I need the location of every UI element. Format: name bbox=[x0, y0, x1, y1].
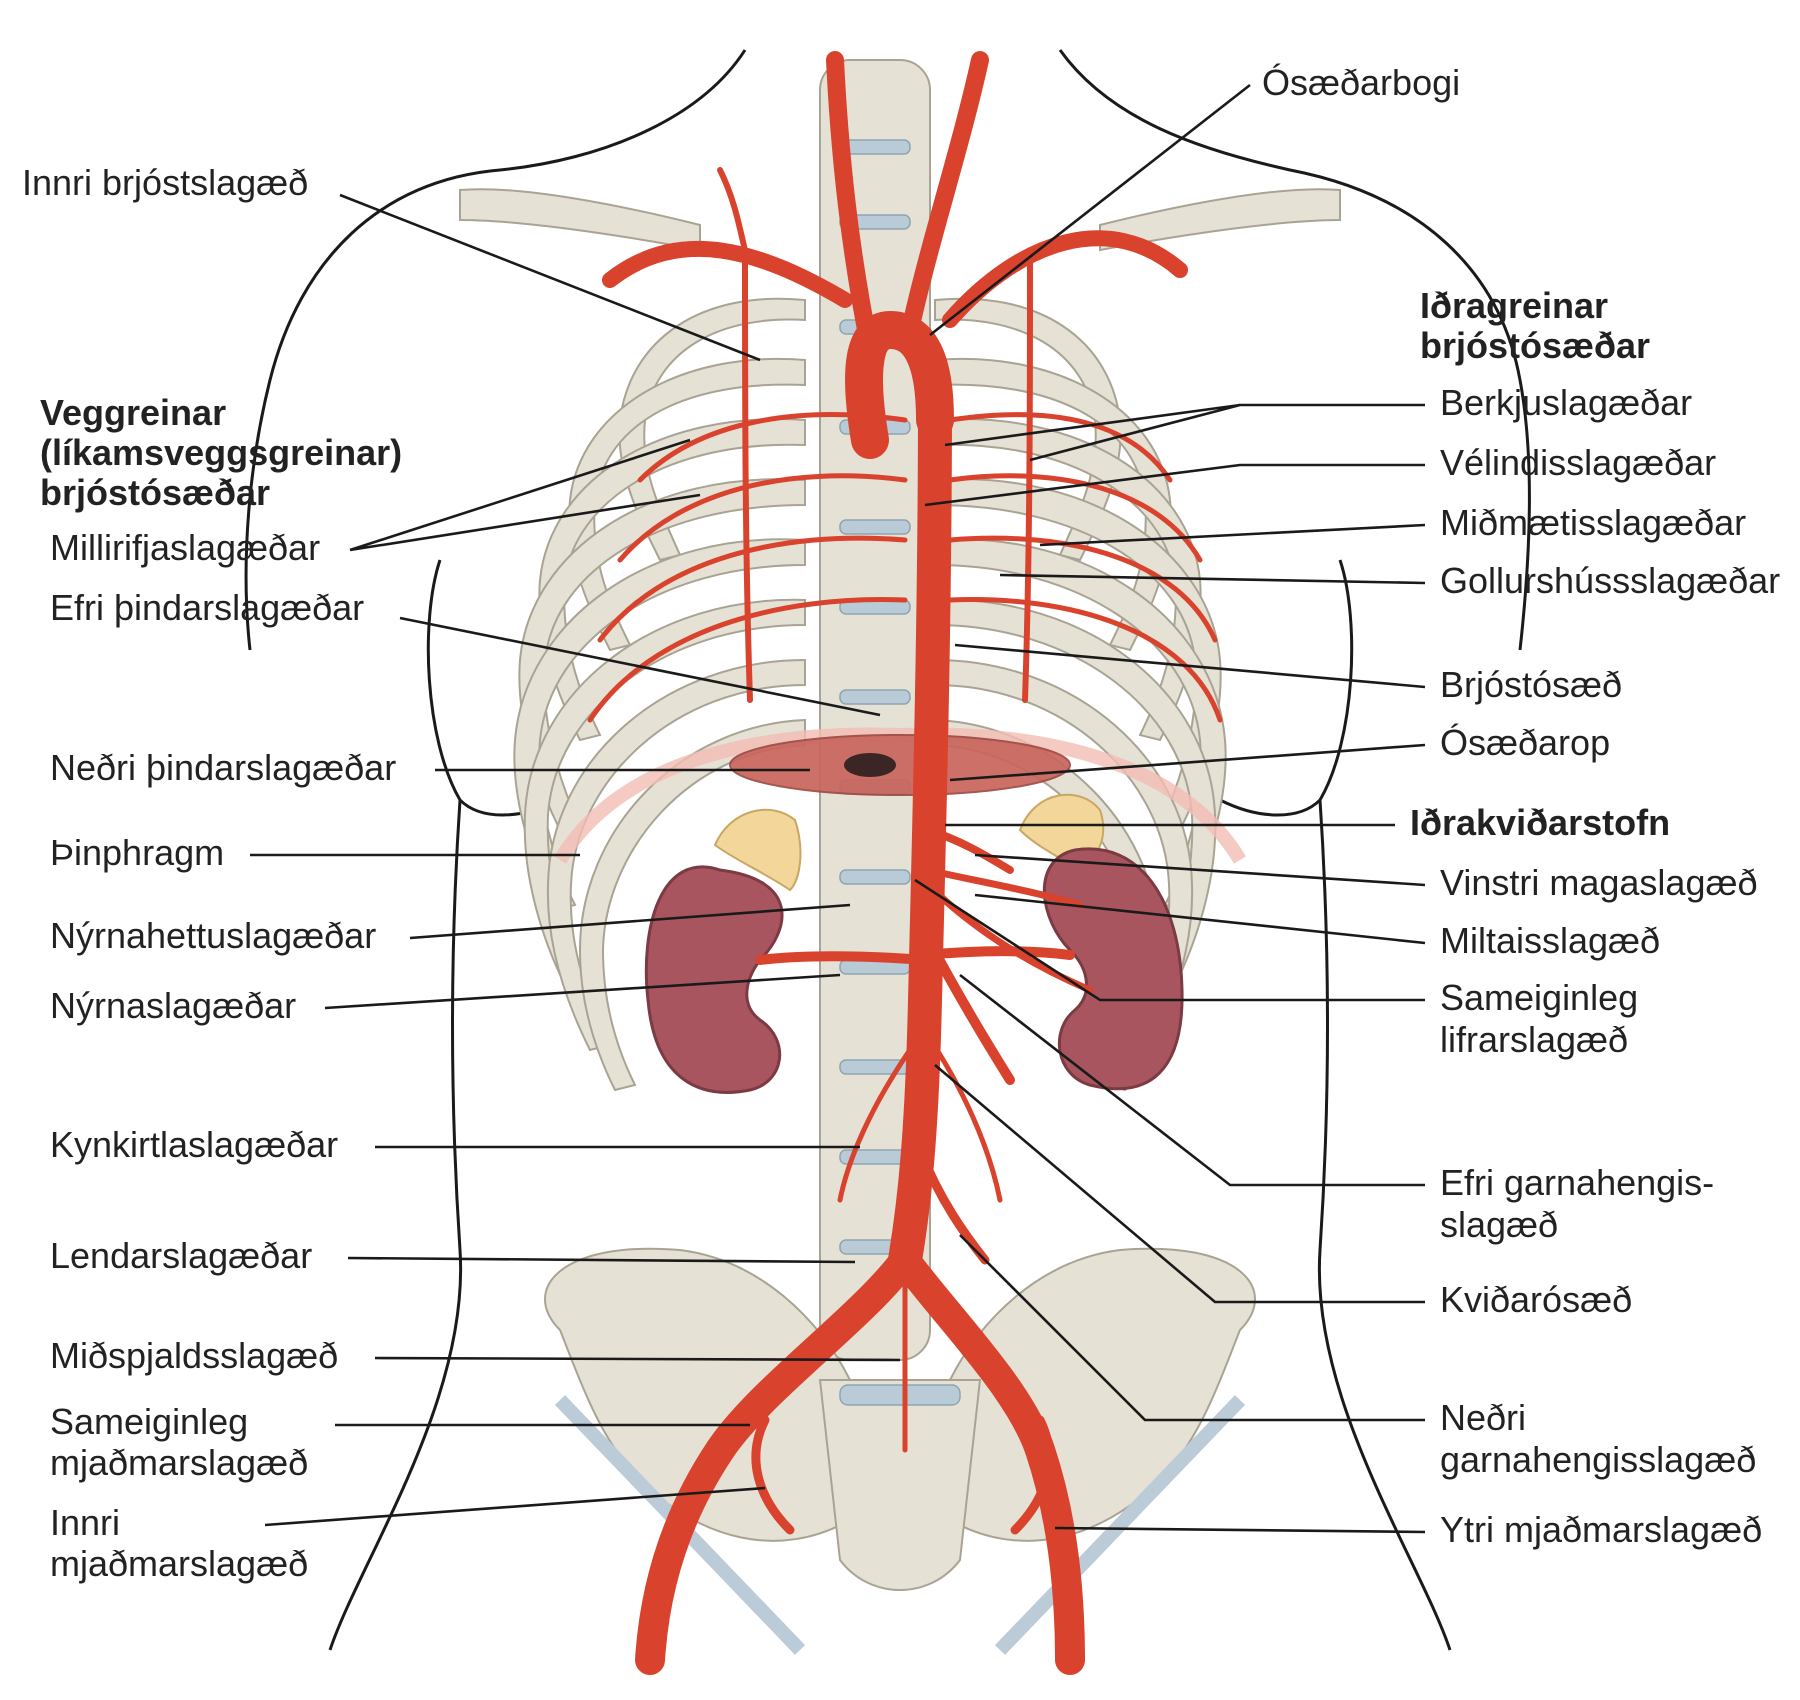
header-visceral-line2: brjóstósæðar bbox=[1420, 325, 1650, 366]
aortic-arch bbox=[845, 310, 954, 459]
right-labels: Ósæðarbogi Berkjuslagæðar Vélindisslagæð… bbox=[914, 62, 1780, 1550]
kidneys bbox=[644, 793, 1184, 1094]
pelvis bbox=[544, 1247, 1256, 1655]
left-labels: Innri brjóstslagæð Millirifjaslagæðar Ef… bbox=[22, 162, 901, 1584]
label-esophageal: Vélindisslagæðar bbox=[1440, 442, 1716, 483]
label-abdominal-aorta: Kviðarósæð bbox=[1440, 1279, 1632, 1320]
clavicle-right bbox=[459, 188, 701, 252]
common-iliac-right bbox=[635, 1245, 920, 1675]
label-common-hepatic-1: Sameiginleg bbox=[1440, 977, 1638, 1018]
label-inferior-mesenteric-2: garnahengisslagæð bbox=[1440, 1439, 1756, 1480]
label-external-iliac: Ytri mjaðmarslagæð bbox=[1440, 1509, 1762, 1550]
label-left-gastric: Vinstri magaslagæð bbox=[1440, 862, 1758, 903]
label-inferior-mesenteric-1: Neðri bbox=[1440, 1397, 1526, 1438]
label-renal: Nýrnaslagæðar bbox=[50, 985, 296, 1026]
label-gonadal: Kynkirtlaslagæðar bbox=[50, 1124, 338, 1165]
label-aortic-hiatus: Ósæðarop bbox=[1440, 722, 1610, 763]
label-celiac-trunk: Iðrakviðarstofn bbox=[1410, 802, 1670, 843]
label-bronchial: Berkjuslagæðar bbox=[1440, 382, 1692, 423]
label-superior-mesenteric-1: Efri garnahengis- bbox=[1440, 1162, 1714, 1203]
skeleton bbox=[459, 59, 1341, 1655]
headers: Iðragreinar brjóstósæðar Veggreinar (lík… bbox=[40, 285, 1650, 513]
body-outline bbox=[244, 49, 1531, 1651]
header-parietal-line1: Veggreinar bbox=[40, 392, 226, 433]
kidney-right bbox=[644, 865, 784, 1094]
label-intercostal: Millirifjaslagæðar bbox=[50, 527, 320, 568]
label-median-sacral: Miðspjaldsslagæð bbox=[50, 1335, 338, 1376]
common-iliac-left bbox=[890, 1245, 1085, 1675]
label-common-iliac-2: mjaðmarslagæð bbox=[50, 1442, 308, 1483]
header-parietal-line3: brjóstósæðar bbox=[40, 472, 270, 513]
label-inferior-phrenic: Neðri þindarslagæðar bbox=[50, 747, 396, 788]
label-thoracic-aorta: Brjóstósæð bbox=[1440, 664, 1622, 705]
label-internal-iliac-2: mjaðmarslagæð bbox=[50, 1543, 308, 1584]
label-pericardial: Gollurshússslagæðar bbox=[1440, 560, 1780, 601]
aorta bbox=[888, 383, 952, 1277]
label-aortic-arch: Ósæðarbogi bbox=[1262, 62, 1460, 103]
adrenal-right bbox=[713, 808, 802, 892]
renal-right bbox=[755, 951, 930, 965]
label-suprarenal: Nýrnahettuslagæðar bbox=[50, 915, 376, 956]
kidney-left bbox=[1042, 847, 1184, 1091]
header-visceral-line1: Iðragreinar bbox=[1420, 285, 1608, 326]
label-mediastinal: Miðmætisslagæðar bbox=[1440, 502, 1746, 543]
label-lumbar: Lendarslagæðar bbox=[50, 1235, 312, 1276]
ribs-left bbox=[513, 297, 806, 1092]
label-superior-mesenteric-2: slagæð bbox=[1440, 1204, 1558, 1245]
label-diaphragm: Þinphragm bbox=[50, 832, 224, 873]
label-common-iliac-1: Sameiginleg bbox=[50, 1401, 248, 1442]
label-superior-phrenic: Efri þindarslagæðar bbox=[50, 587, 364, 628]
label-internal-thoracic: Innri brjóstslagæð bbox=[22, 162, 308, 203]
label-internal-iliac-1: Innri bbox=[50, 1502, 120, 1543]
label-splenic: Miltaisslagæð bbox=[1440, 920, 1660, 961]
diaphragm bbox=[554, 727, 1246, 864]
header-parietal-line2: (líkamsveggsgreinar) bbox=[40, 432, 402, 473]
label-common-hepatic-2: lifrarslagæð bbox=[1440, 1019, 1628, 1060]
renal-left bbox=[920, 946, 1075, 960]
clavicle-left bbox=[1099, 188, 1341, 252]
